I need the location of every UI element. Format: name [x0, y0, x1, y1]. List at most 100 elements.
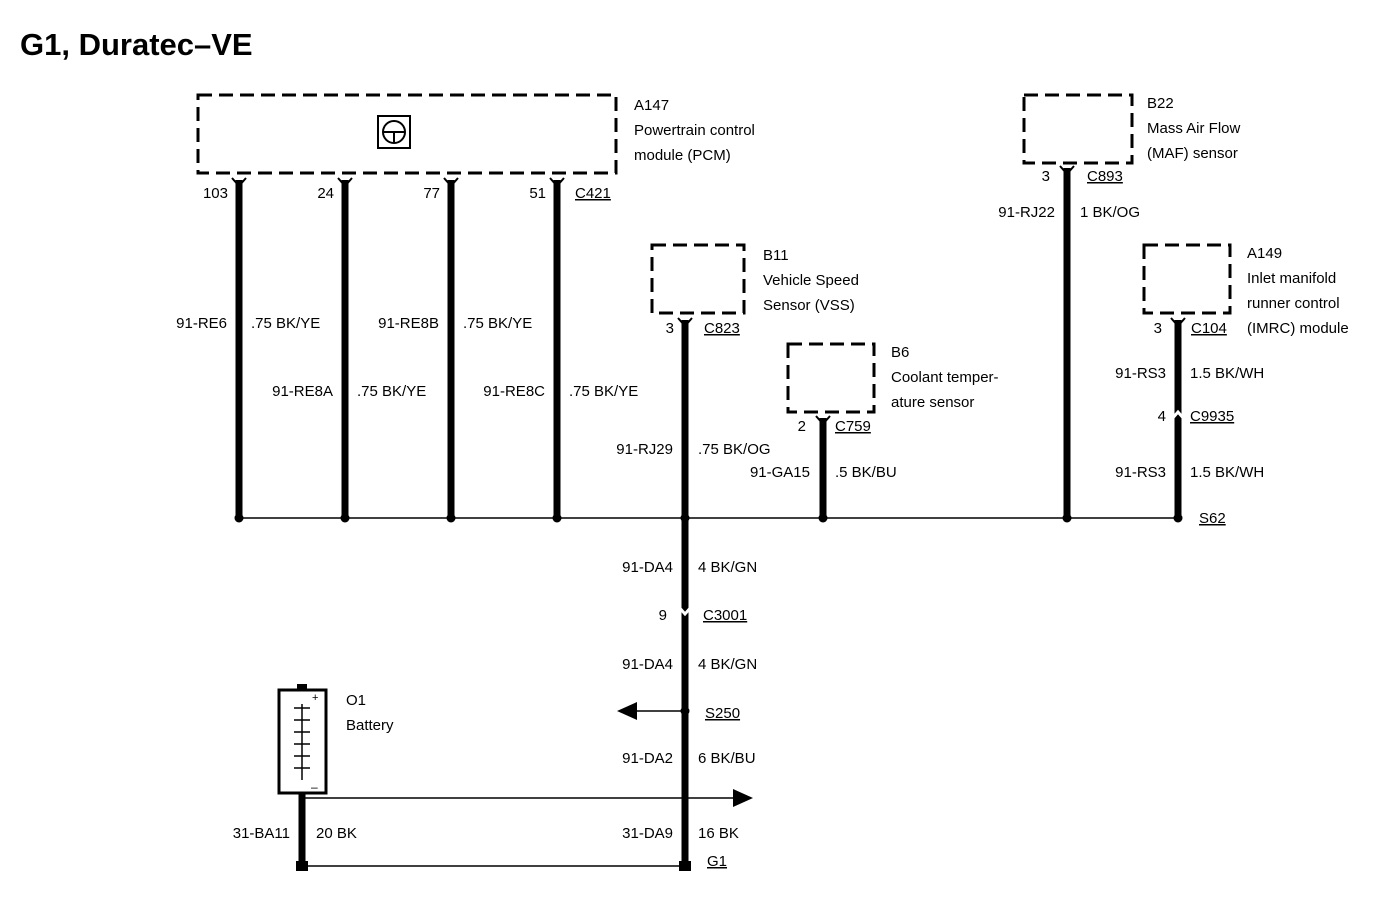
splice-dot	[1173, 513, 1183, 523]
vss-pin-label: 3	[666, 320, 674, 337]
inline-connector-label: C9935	[1190, 408, 1234, 425]
wire-spec-label: .75 BK/YE	[569, 383, 638, 400]
wire-spec-label: 1.5 BK/WH	[1190, 365, 1264, 382]
maf-box	[1022, 93, 1134, 165]
splice-dot	[234, 513, 244, 523]
svg-text:+: +	[312, 692, 318, 704]
pcm-pin-label: 103	[203, 185, 228, 202]
connector-terminal-icon	[1170, 317, 1186, 328]
imrc-name-line1: Inlet manifold	[1247, 270, 1336, 287]
maf-name-line1: Mass Air Flow	[1147, 120, 1241, 137]
pcm-pin-label: 51	[529, 185, 546, 202]
wire-circuit-label: 91-DA4	[622, 656, 673, 673]
vss-name-line1: Vehicle Speed	[763, 272, 859, 289]
vss-id: B11	[763, 247, 789, 264]
vss-component: B11 Vehicle Speed Sensor (VSS) 3 C823 91…	[616, 243, 859, 518]
splice-label: S250	[705, 705, 740, 722]
splice-dot	[298, 794, 306, 802]
ground-terminal	[679, 861, 691, 871]
wire-spec-label: 16 BK	[698, 825, 739, 842]
c3001-pin-label: 9	[659, 607, 667, 624]
splice-dot	[818, 513, 828, 523]
battery-id: O1	[346, 692, 366, 709]
splice-label: S62	[1199, 510, 1226, 527]
pcm-name-line1: Powertrain control	[634, 122, 755, 139]
splice-dot	[1062, 513, 1072, 523]
wire-spec-label: .5 BK/BU	[835, 464, 897, 481]
wire-circuit-label: 91-RE8A	[272, 383, 333, 400]
maf-id: B22	[1147, 95, 1174, 112]
wire-spec-label: 4 BK/GN	[698, 559, 757, 576]
ground-g1: G1	[296, 853, 727, 871]
wire-circuit-label: 91-RS3	[1115, 464, 1166, 481]
wire-spec-label: 6 BK/BU	[698, 750, 756, 767]
maf-pin-label: 3	[1042, 168, 1050, 185]
wire-circuit-label: 91-GA15	[750, 464, 810, 481]
battery-branch	[298, 789, 753, 807]
vss-name-line2: Sensor (VSS)	[763, 297, 855, 314]
maf-sensor-component: B22 Mass Air Flow (MAF) sensor 3 C893 91…	[998, 93, 1241, 518]
maf-name-line2: (MAF) sensor	[1147, 145, 1238, 162]
pcm-module-icon	[377, 115, 411, 149]
battery-name: Battery	[346, 717, 394, 734]
wire-circuit-label: 91-RE8B	[378, 315, 439, 332]
arrow-right-icon	[733, 789, 753, 807]
wire-circuit-label: 91-RE8C	[483, 383, 545, 400]
wire-circuit-label: 91-RJ22	[998, 204, 1055, 221]
wire-circuit-label: 31-DA9	[622, 825, 673, 842]
ground-point-label: G1	[707, 853, 727, 870]
coolant-connector-label: C759	[835, 418, 871, 435]
arrow-left-icon	[617, 702, 637, 720]
pcm-box	[196, 93, 618, 175]
splice-s62: S62	[234, 510, 1226, 527]
splice-dot	[681, 794, 689, 802]
connector-terminal-icon	[676, 605, 694, 617]
pcm-id: A147	[634, 97, 669, 114]
coolant-id: B6	[891, 344, 909, 361]
imrc-name-line2: runner control	[1247, 295, 1340, 312]
pcm-wires: 91-RE6 .75 BK/YE 91-RE8A .75 BK/YE 91-RE…	[176, 177, 638, 518]
imrc-box	[1142, 243, 1232, 315]
connector-terminal-icon	[815, 415, 831, 426]
battery-icon: + –	[277, 684, 328, 795]
connector-terminal-icon	[1059, 165, 1075, 176]
connector-terminal-icon	[231, 177, 565, 188]
vss-connector-label: C823	[704, 320, 740, 337]
wire-spec-label: 1.5 BK/WH	[1190, 464, 1264, 481]
svg-text:–: –	[311, 780, 318, 794]
wire-spec-label: 4 BK/GN	[698, 656, 757, 673]
connector-terminal-icon	[677, 317, 693, 328]
wire-spec-label: 1 BK/OG	[1080, 204, 1140, 221]
maf-connector-label: C893	[1087, 168, 1123, 185]
wire-circuit-label: 91-DA2	[622, 750, 673, 767]
coolant-name-line2: ature sensor	[891, 394, 974, 411]
page-title: G1, Duratec–VE	[20, 27, 253, 62]
pcm-pin-label: 24	[317, 185, 334, 202]
wire-circuit-label: 91-RS3	[1115, 365, 1166, 382]
pcm-name-line2: module (PCM)	[634, 147, 731, 164]
pcm-component: A147 Powertrain control module (PCM) C42…	[196, 93, 755, 202]
imrc-connector-label: C104	[1191, 320, 1227, 337]
wire-circuit-label: 31-BA11	[233, 825, 290, 842]
pcm-connector-label: C421	[575, 185, 611, 202]
wire-spec-label: 20 BK	[316, 825, 357, 842]
c3001-connector-label: C3001	[703, 607, 747, 624]
wire-circuit-label: 91-RE6	[176, 315, 227, 332]
main-ground-trunk: 91-DA4 4 BK/GN 9 C3001 91-DA4 4 BK/GN S2…	[617, 518, 757, 866]
splice-dot	[340, 513, 350, 523]
battery-component: + – O1 Battery 31-BA11 20 BK	[233, 684, 394, 866]
pcm-pin-label: 77	[423, 185, 440, 202]
ground-terminal	[296, 861, 308, 871]
inline-connector-pin: 4	[1158, 408, 1166, 425]
wire-spec-label: .75 BK/YE	[357, 383, 426, 400]
coolant-name-line1: Coolant temper-	[891, 369, 999, 386]
wire-circuit-label: 91-DA4	[622, 559, 673, 576]
splice-dot	[446, 513, 456, 523]
coolant-box	[786, 342, 876, 414]
imrc-id: A149	[1247, 245, 1282, 262]
imrc-name-line3: (IMRC) module	[1247, 320, 1349, 337]
coolant-sensor-component: B6 Coolant temper- ature sensor 2 C759 9…	[750, 342, 999, 518]
splice-dot	[552, 513, 562, 523]
vss-box	[650, 243, 746, 315]
